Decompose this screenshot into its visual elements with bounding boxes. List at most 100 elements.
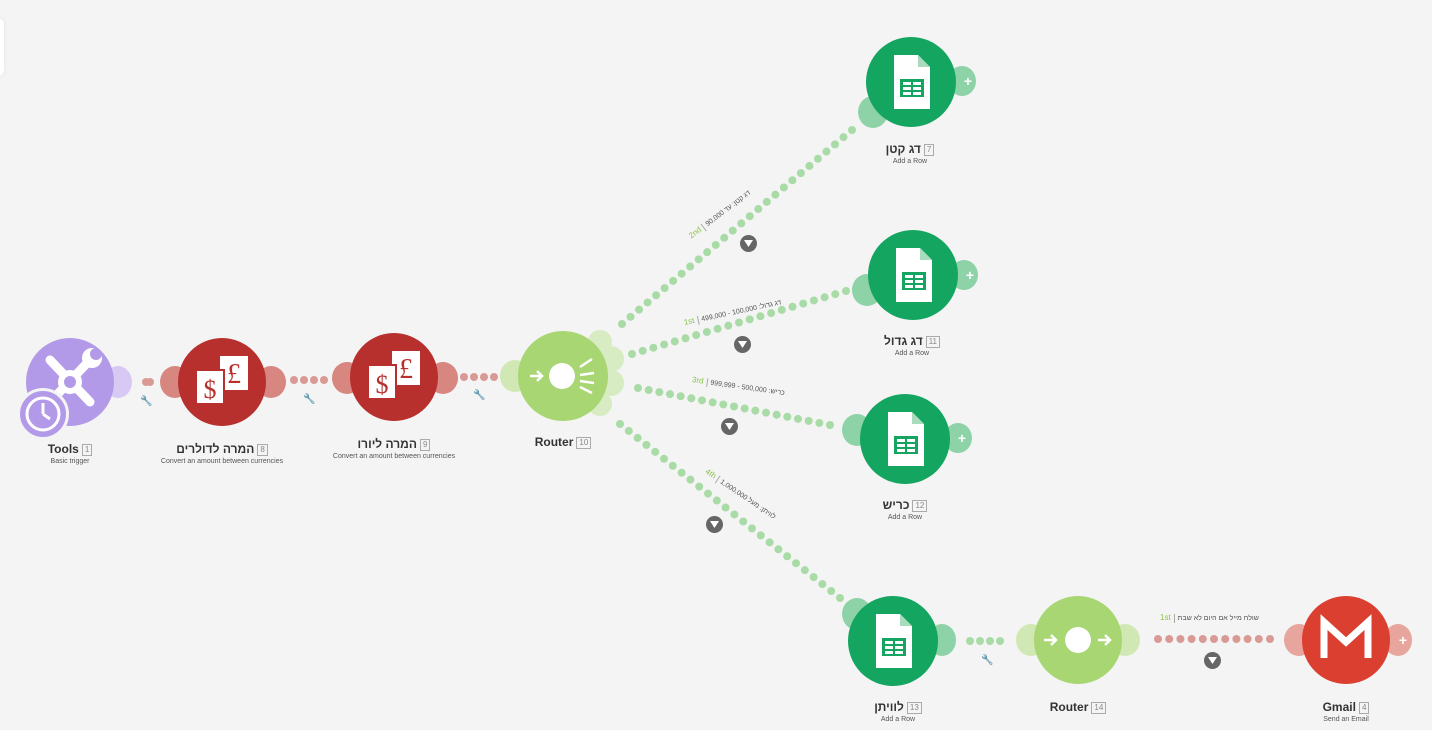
route-order: 3rd xyxy=(691,375,705,386)
link-dot xyxy=(762,408,770,417)
link-dot xyxy=(626,312,635,321)
module-title: Router xyxy=(534,435,574,449)
link-dot xyxy=(310,376,318,384)
link-dot xyxy=(660,454,668,463)
clock-icon xyxy=(17,388,69,440)
link-dot xyxy=(740,404,749,413)
add-module-icon[interactable]: + xyxy=(957,430,967,446)
link-dot xyxy=(708,398,717,407)
module-subtitle: Add a Row xyxy=(892,158,928,165)
svg-text:$: $ xyxy=(204,375,217,404)
link-dot xyxy=(754,205,763,214)
link-dot xyxy=(687,394,696,403)
link-dot xyxy=(660,340,669,349)
module-id: 14 xyxy=(1091,701,1107,714)
link-dot xyxy=(831,290,840,299)
module-subtitle: Convert an amount between currencies xyxy=(160,458,284,465)
module-title: Gmail xyxy=(1322,700,1356,714)
link-dot xyxy=(805,161,814,170)
module-id: 13 xyxy=(906,701,922,714)
link-dot xyxy=(986,637,994,645)
wrench-icon[interactable]: 🔧 xyxy=(303,394,316,405)
link-dot xyxy=(809,296,818,305)
module-id: 1 xyxy=(81,443,93,456)
link-dot xyxy=(669,276,678,285)
link-dot xyxy=(1254,635,1263,643)
gmail-icon xyxy=(1302,596,1390,684)
link-dot xyxy=(745,315,754,324)
link-dot xyxy=(642,440,651,449)
link-dot xyxy=(677,468,686,477)
wrench-icon[interactable]: 🔧 xyxy=(473,390,486,401)
link-dot xyxy=(686,475,695,484)
link-dot xyxy=(635,305,644,314)
wrench-icon[interactable]: 🔧 xyxy=(981,655,994,666)
link-dot xyxy=(694,255,703,264)
link-dot xyxy=(702,327,711,336)
google-sheets-icon xyxy=(860,394,950,484)
link-dot xyxy=(721,503,730,512)
module-subtitle: Convert an amount between currencies xyxy=(332,453,456,460)
link-dot xyxy=(703,248,712,257)
link-dot xyxy=(788,302,797,311)
link-dot xyxy=(470,373,478,381)
module-subtitle: Basic trigger xyxy=(50,458,90,465)
filter-icon[interactable] xyxy=(706,516,723,533)
link-dot xyxy=(730,402,738,411)
link-dot xyxy=(748,524,756,533)
link-dot xyxy=(966,637,974,645)
module-id: 8 xyxy=(257,443,268,456)
module-title: המרה לדולרים xyxy=(176,442,255,456)
filter-icon[interactable] xyxy=(740,235,757,252)
module-id: 12 xyxy=(912,499,928,512)
link-dot xyxy=(756,312,765,321)
module-subtitle: Add a Row xyxy=(887,514,923,521)
add-module-icon[interactable]: + xyxy=(963,73,973,89)
add-module-icon[interactable]: + xyxy=(1398,632,1408,648)
google-sheets-icon xyxy=(868,230,958,320)
module-title: דג גדול xyxy=(884,334,923,348)
module-id: 4 xyxy=(1358,701,1370,714)
link-dot xyxy=(996,637,1004,645)
module-id: 10 xyxy=(576,436,592,449)
link-dot xyxy=(719,400,728,409)
link-dot xyxy=(774,545,783,554)
link-dot xyxy=(1165,635,1174,643)
filter-icon[interactable] xyxy=(721,418,738,435)
link-dot xyxy=(822,147,831,156)
link-dot xyxy=(792,559,800,568)
link-dot xyxy=(842,287,850,295)
side-panel-tab[interactable] xyxy=(0,18,4,76)
link-dot xyxy=(783,552,792,561)
link-dot xyxy=(720,233,729,242)
link-dot xyxy=(624,426,633,435)
google-sheets-icon xyxy=(866,37,956,127)
svg-text:£: £ xyxy=(227,359,241,390)
link-dot xyxy=(751,406,760,415)
router-icon xyxy=(518,331,608,421)
filter-icon[interactable] xyxy=(734,336,751,353)
link-dot xyxy=(638,346,647,355)
filter-icon[interactable] xyxy=(1204,652,1221,669)
link-dot xyxy=(460,373,468,381)
link-dot xyxy=(771,190,780,199)
module-title: Router xyxy=(1049,700,1089,714)
link-dot xyxy=(739,517,748,526)
link-dot xyxy=(1154,635,1162,643)
module-subtitle: Send an Email xyxy=(1323,716,1369,723)
link-dot xyxy=(618,320,626,328)
link-dot xyxy=(668,461,677,470)
link-dot xyxy=(676,392,685,401)
add-module-icon[interactable]: + xyxy=(965,267,975,283)
wrench-icon[interactable]: 🔧 xyxy=(140,396,153,407)
